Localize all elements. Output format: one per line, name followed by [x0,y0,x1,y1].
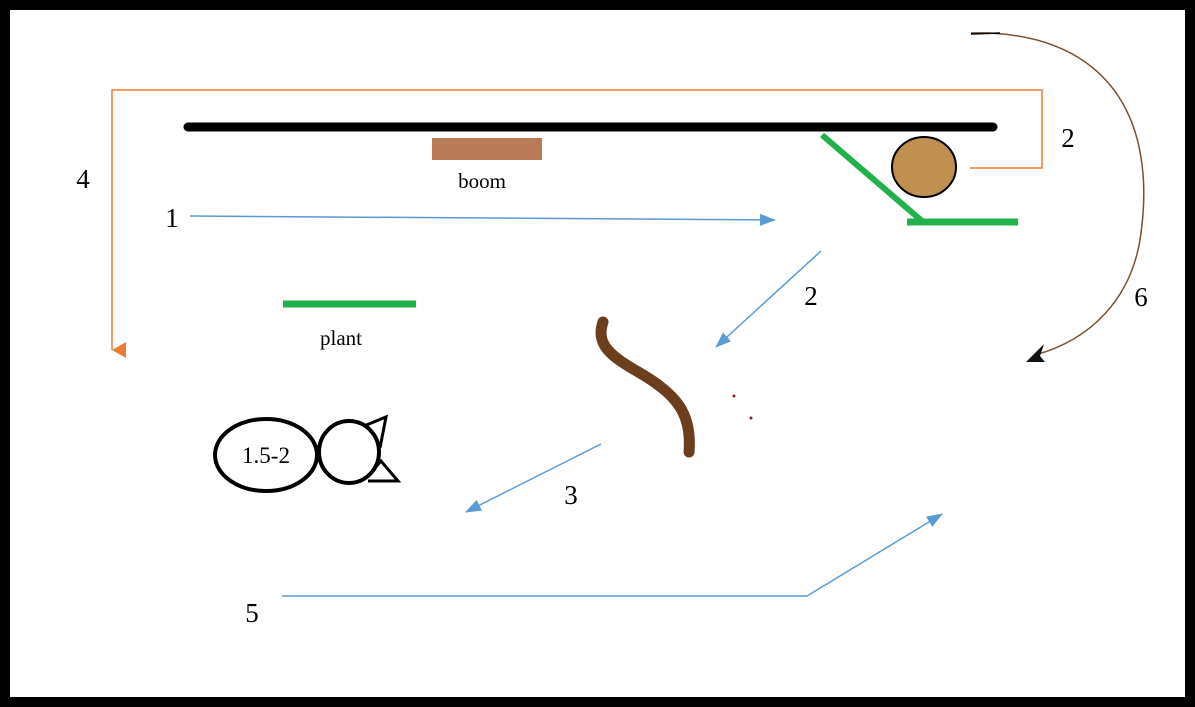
arrow-2 [715,250,822,348]
ear-top [363,414,388,449]
green-ramp [820,132,924,224]
number-5: 5 [245,598,259,628]
number-2-right: 2 [1061,123,1075,153]
number-4: 4 [76,164,90,194]
oval-shape [213,417,319,493]
arrow-5 [282,513,943,597]
speck-dot [732,394,736,398]
ball [891,136,957,198]
dark-curve [595,316,695,458]
ear-bottom [368,458,402,483]
head-circle [317,419,381,485]
orange-path [111,89,1043,358]
arrow-1 [189,213,776,226]
number-6: 6 [1134,282,1148,312]
oval-label: 1.5-2 [242,443,290,468]
arc-6-arrowhead [1026,344,1045,362]
number-1: 1 [165,203,179,233]
number-3: 3 [564,480,578,510]
plant-label: plant [320,326,362,350]
arc-6-start-tick [970,32,1001,35]
speck-dot [749,416,753,420]
arrow-3 [465,443,602,513]
boom-block [432,138,542,160]
boom-label: boom [458,169,506,193]
number-2-left: 2 [804,281,818,311]
arc-6 [970,32,1145,356]
